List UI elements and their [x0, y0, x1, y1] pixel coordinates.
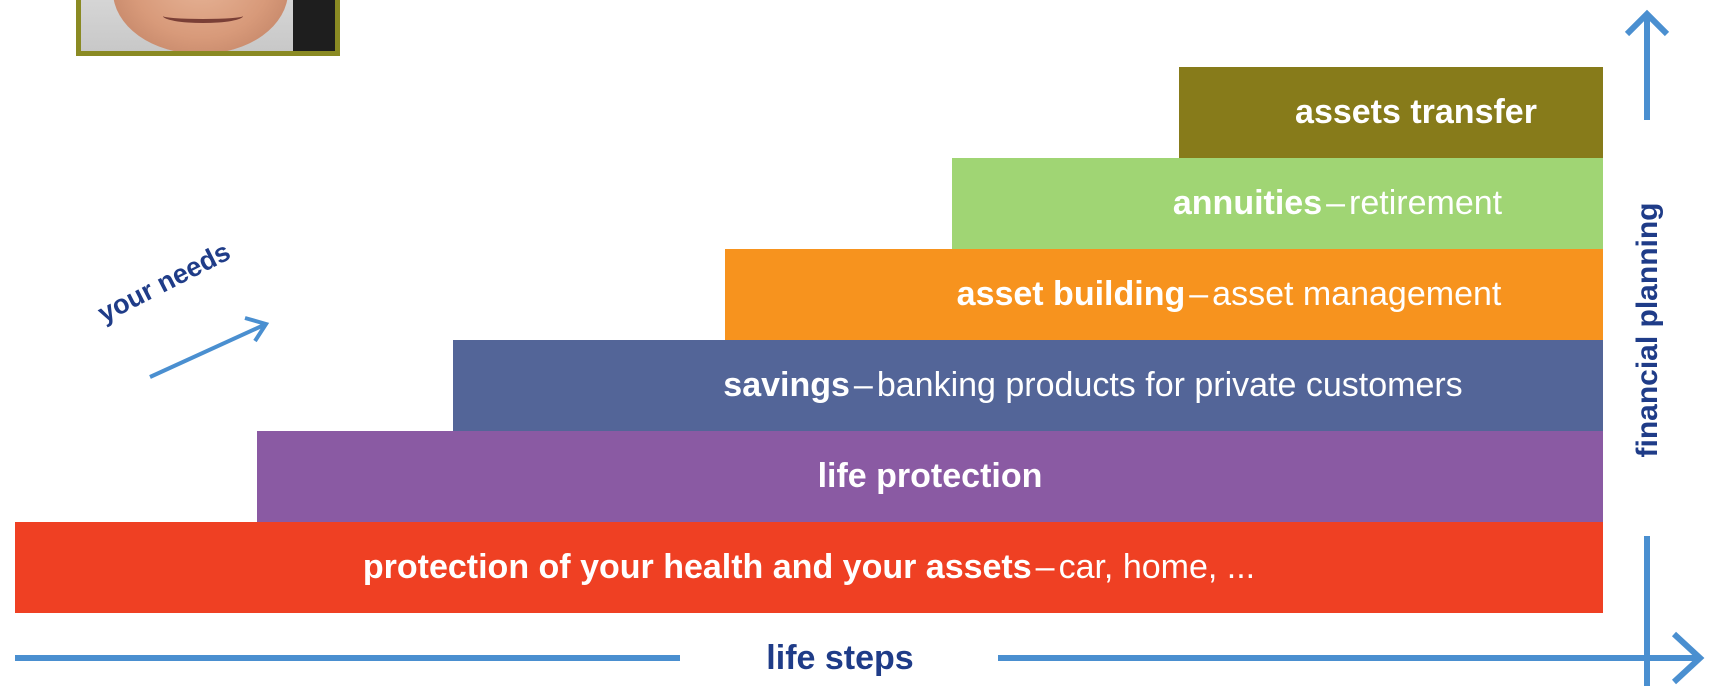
- x-axis-arrowhead-icon: [1671, 631, 1705, 685]
- step-separator: –: [1326, 184, 1346, 222]
- step-detail-label: asset management: [1212, 275, 1502, 313]
- step-detail-label: car, home, ...: [1058, 548, 1256, 586]
- step-separator: –: [853, 366, 873, 404]
- step-asset-building: asset building – asset management: [725, 249, 1603, 340]
- step-assets-transfer: assets transfer: [1179, 67, 1603, 158]
- step-annuities: annuities – retirement: [952, 158, 1603, 249]
- portrait-background-dark: [293, 0, 335, 51]
- y-axis-arrowhead-icon: [1624, 9, 1670, 37]
- step-detail-label: retirement: [1349, 184, 1503, 222]
- step-bold-label: savings: [723, 366, 850, 404]
- portrait-mouth: [163, 9, 243, 23]
- step-savings: savings – banking products for private c…: [453, 340, 1603, 431]
- step-bold-label: protection of your health and your asset…: [362, 548, 1032, 586]
- step-bold-label: life protection: [817, 457, 1043, 495]
- step-separator: –: [1189, 275, 1209, 313]
- step-detail-label: banking products for private customers: [876, 366, 1463, 404]
- step-bold-label: asset building: [956, 275, 1186, 313]
- step-bold-label: annuities: [1172, 184, 1323, 222]
- x-axis-label: life steps: [766, 639, 914, 677]
- y-axis-label: financial planning: [1631, 202, 1664, 458]
- step-bold-label: assets transfer: [1295, 93, 1537, 131]
- step-health-assets-protection: protection of your health and your asset…: [15, 522, 1603, 613]
- needs-arrow-line: [149, 323, 265, 379]
- needs-arrowhead-icon: [244, 316, 270, 343]
- needs-label: your needs: [92, 236, 235, 329]
- step-separator: –: [1035, 548, 1055, 586]
- portrait-photo: [76, 0, 340, 56]
- step-life-protection: life protection: [257, 431, 1603, 522]
